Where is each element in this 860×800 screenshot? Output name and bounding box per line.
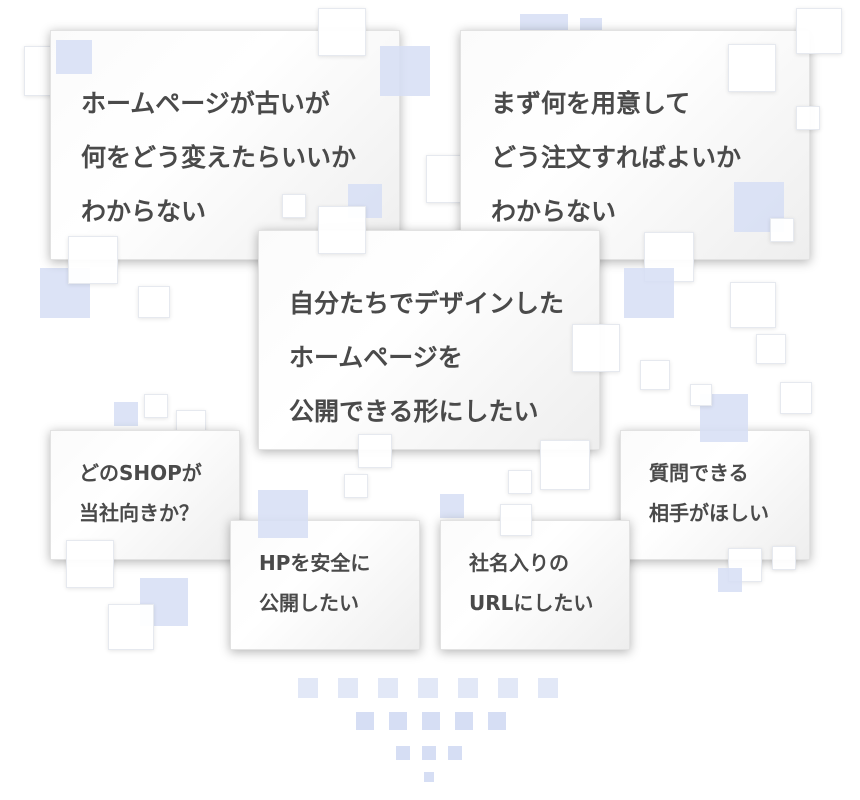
deco-square	[108, 604, 154, 650]
card-text-line: 質問できる	[649, 461, 749, 485]
concern-card-publish-safely: HPを安全に 公開したい	[230, 520, 420, 650]
arrow-dot	[396, 746, 410, 760]
deco-square	[258, 490, 308, 538]
arrow-dot	[455, 712, 473, 730]
card-text-line: 相手がほしい	[649, 501, 769, 525]
deco-square	[138, 286, 170, 318]
deco-square	[730, 282, 776, 328]
deco-square	[318, 206, 366, 254]
deco-square	[772, 546, 796, 570]
deco-square	[796, 106, 820, 130]
card-text-line: まず何を用意して	[491, 89, 691, 118]
deco-square	[640, 360, 670, 390]
deco-square	[318, 8, 366, 56]
card-text-line: ホームページが古いが	[81, 89, 330, 118]
deco-square	[66, 540, 114, 588]
deco-square	[68, 236, 118, 284]
deco-square	[690, 384, 712, 406]
deco-square	[540, 440, 590, 490]
deco-square	[728, 44, 776, 92]
card-text-line: 自分たちでデザインした	[289, 289, 565, 318]
arrow-dot	[418, 678, 438, 698]
arrow-dot	[389, 712, 407, 730]
card-text-line: 当社向きか？	[79, 501, 199, 525]
arrow-dot	[422, 712, 440, 730]
deco-square	[56, 40, 92, 74]
arrow-dot	[298, 678, 318, 698]
deco-square	[718, 568, 742, 592]
deco-square	[282, 194, 306, 218]
deco-square	[796, 8, 842, 54]
deco-square	[756, 334, 786, 364]
concern-card-publish-own-design: 自分たちでデザインした ホームページを 公開できる形にしたい	[258, 230, 600, 450]
arrow-dot	[448, 746, 462, 760]
card-text-line: HPを安全に	[259, 551, 371, 575]
card-text-line: わからない	[491, 197, 617, 226]
card-text-line: どのSHOPが	[79, 461, 202, 485]
card-text-line: どう注文すればよいか	[491, 143, 742, 172]
arrow-dot	[458, 678, 478, 698]
card-text-line: 何をどう変えたらいいか	[81, 143, 357, 172]
concern-card-question-partner: 質問できる 相手がほしい	[620, 430, 810, 560]
arrow-dot	[488, 712, 506, 730]
card-text-line: URLにしたい	[469, 591, 594, 615]
deco-square	[144, 394, 168, 418]
deco-square	[624, 268, 674, 318]
arrow-dot	[338, 678, 358, 698]
concern-card-company-url: 社名入りの URLにしたい	[440, 520, 630, 650]
deco-square	[344, 474, 368, 498]
deco-square	[440, 494, 464, 518]
card-text-line: 社名入りの	[469, 551, 569, 575]
deco-square	[380, 46, 430, 96]
card-text-line: ホームページを	[289, 343, 463, 372]
deco-square	[358, 434, 392, 468]
arrow-dot	[422, 746, 436, 760]
arrow-dot	[378, 678, 398, 698]
deco-square	[780, 382, 812, 414]
card-text-line: わからない	[81, 197, 207, 226]
deco-square	[500, 504, 532, 536]
deco-square	[770, 218, 794, 242]
card-text-line: 公開できる形にしたい	[289, 397, 539, 426]
arrow-dot	[424, 772, 434, 782]
arrow-dot	[538, 678, 558, 698]
arrow-dot	[498, 678, 518, 698]
concern-card-which-shop: どのSHOPが 当社向きか？	[50, 430, 240, 560]
deco-square	[114, 402, 138, 426]
card-text-line: 公開したい	[259, 591, 359, 615]
deco-square	[508, 470, 532, 494]
deco-square	[572, 324, 620, 372]
arrow-dot	[356, 712, 374, 730]
